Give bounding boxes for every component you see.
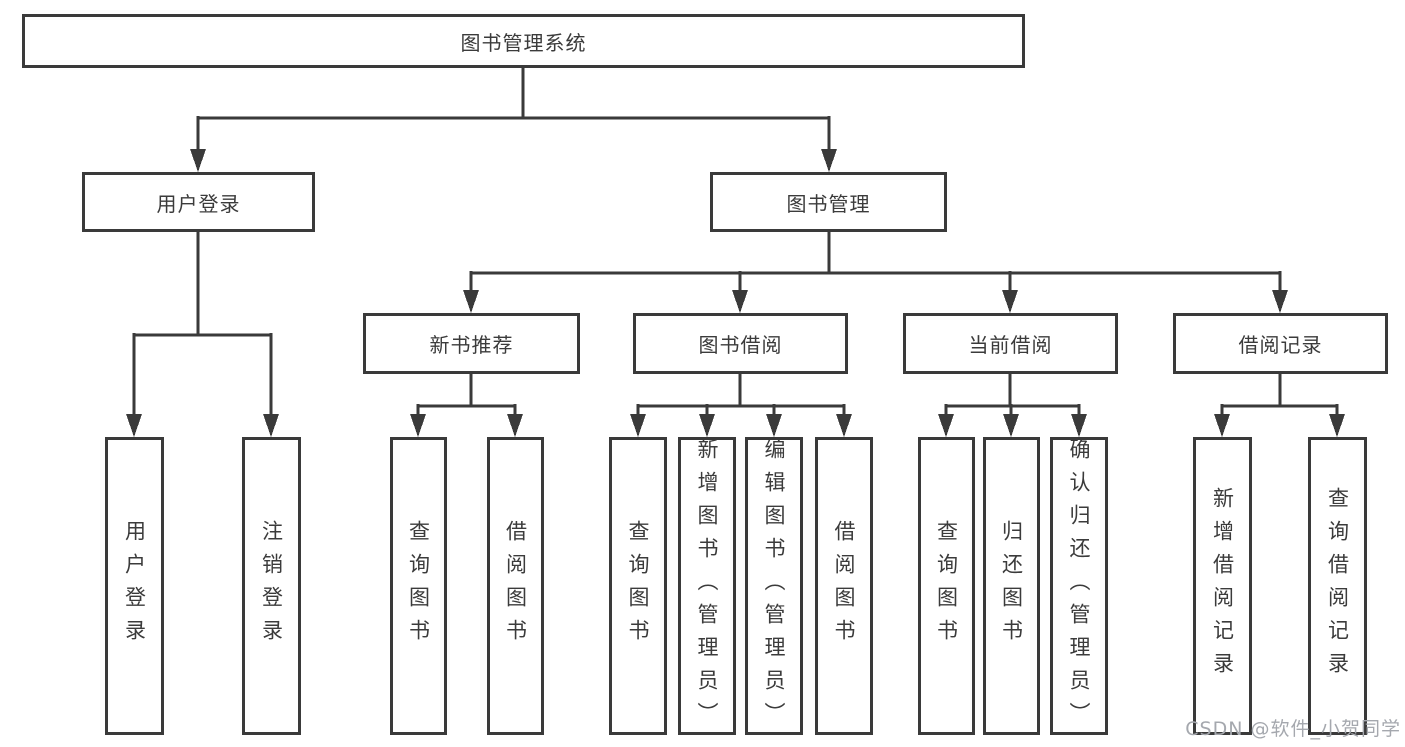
leaf-query-books-recommend: 查询图书 (390, 437, 447, 735)
node-book-mgmt: 图书管理 (710, 172, 947, 232)
connector-current-borrow-to-leaves (938, 373, 1087, 437)
connector-new-book-to-leaves (410, 373, 523, 437)
node-root-system-label: 图书管理系统 (460, 30, 587, 55)
connector-borrow-record-to-leaves (1214, 373, 1345, 437)
leaf-borrow-books-recommend-label: 借阅图书 (503, 520, 528, 652)
connector-book-mgmt-to-level3 (463, 231, 1288, 313)
node-borrow-record-label: 借阅记录 (1238, 333, 1323, 357)
leaf-query-books-current-label: 查询图书 (934, 520, 959, 652)
leaf-user-login-label: 用户登录 (122, 520, 147, 652)
node-new-book-recommend-label: 新书推荐 (429, 333, 514, 357)
leaf-edit-books-admin: 编辑图书（管理员） (745, 437, 803, 735)
node-current-borrow: 当前借阅 (903, 313, 1118, 374)
node-current-borrow-label: 当前借阅 (968, 333, 1053, 357)
leaf-query-books-borrow: 查询图书 (609, 437, 667, 735)
leaf-add-books-admin: 新增图书（管理员） (678, 437, 736, 735)
connector-root-to-level2 (190, 68, 837, 172)
leaf-borrow-books-recommend: 借阅图书 (487, 437, 544, 735)
leaf-logout-label: 注销登录 (259, 520, 284, 652)
connector-book-borrow-to-leaves (630, 373, 852, 437)
leaf-add-borrow-record: 新增借阅记录 (1193, 437, 1252, 735)
leaf-borrow-books: 借阅图书 (815, 437, 873, 735)
leaf-return-books: 归还图书 (983, 437, 1040, 735)
node-borrow-record: 借阅记录 (1173, 313, 1388, 374)
leaf-query-books-current: 查询图书 (918, 437, 975, 735)
node-user-login-label: 用户登录 (156, 191, 241, 216)
leaf-add-borrow-record-label: 新增借阅记录 (1210, 487, 1235, 685)
node-root-system: 图书管理系统 (22, 14, 1025, 68)
leaf-add-books-admin-label: 新增图书（管理员） (695, 437, 719, 735)
node-book-borrow-label: 图书借阅 (698, 333, 783, 357)
leaf-query-borrow-record-label: 查询借阅记录 (1325, 487, 1350, 685)
leaf-logout: 注销登录 (242, 437, 301, 735)
leaf-return-books-label: 归还图书 (999, 520, 1024, 652)
node-new-book-recommend: 新书推荐 (363, 313, 580, 374)
node-book-mgmt-label: 图书管理 (786, 191, 871, 216)
node-book-borrow: 图书借阅 (633, 313, 848, 374)
leaf-query-books-recommend-label: 查询图书 (406, 520, 431, 652)
leaf-user-login: 用户登录 (105, 437, 164, 735)
leaf-query-books-borrow-label: 查询图书 (626, 520, 650, 652)
leaf-confirm-return-admin-label: 确认归还（管理员） (1067, 437, 1091, 735)
leaf-borrow-books-label: 借阅图书 (832, 520, 856, 652)
node-user-login: 用户登录 (82, 172, 315, 232)
connector-user-login-to-leaves (126, 231, 279, 437)
csdn-watermark: CSDN @软件_小贺同学 (1185, 718, 1401, 740)
leaf-confirm-return-admin: 确认归还（管理员） (1050, 437, 1108, 735)
leaf-edit-books-admin-label: 编辑图书（管理员） (762, 437, 786, 735)
leaf-query-borrow-record: 查询借阅记录 (1308, 437, 1367, 735)
